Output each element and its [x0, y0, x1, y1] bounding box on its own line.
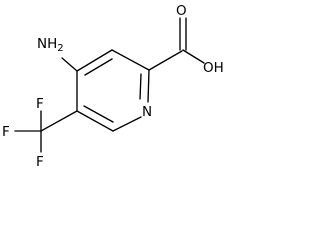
bond-c6-c5 — [76, 110, 114, 132]
trifluoromethyl-group — [14, 110, 78, 153]
bond-n1-c6 — [112, 116, 142, 132]
carbonyl-oxygen-label: O — [176, 3, 187, 19]
bond-c3-c2 — [111, 49, 150, 71]
bond-c2-n1 — [147, 69, 150, 103]
bond-c4-nh2 — [61, 57, 78, 72]
amine-label: NH2 — [37, 36, 64, 54]
hydroxyl-label: OH — [203, 60, 224, 76]
pyridine-ring — [76, 49, 150, 132]
amine-subscript: 2 — [57, 43, 63, 54]
bond-c2-n1-double — [139, 73, 142, 100]
fluorine-left-label: F — [2, 124, 10, 140]
bond-c4-c3 — [76, 49, 113, 72]
fluorine-bottom-label: F — [36, 154, 44, 170]
bond-c6-c5-double — [83, 105, 114, 123]
bond-carboxyl-oh — [182, 49, 205, 64]
structure-diagram: NH2 O OH N F F F — [2, 3, 224, 170]
carboxylic-acid-group — [148, 17, 205, 71]
bond-c5-cf3 — [40, 110, 78, 132]
bond-c2-carboxyl — [148, 50, 183, 71]
bond-c4-c3-double — [84, 58, 113, 76]
amine-main-text: NH — [37, 36, 57, 52]
ring-nitrogen-label: N — [142, 104, 152, 120]
fluorine-top-label: F — [36, 96, 44, 112]
